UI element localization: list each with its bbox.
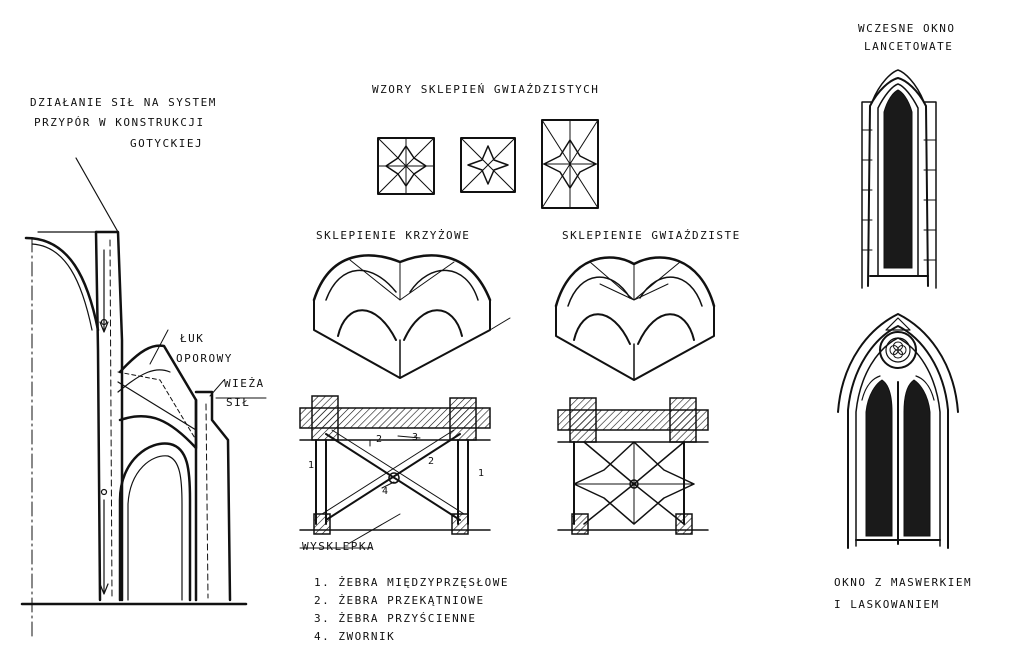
plan-number-2-right: 2 [428, 456, 435, 467]
tracery-title-line-1: OKNO Z MASWERKIEM [834, 576, 973, 589]
lancet-window [861, 69, 937, 289]
forces-title-line-1: DZIAŁANIE SIŁ NA SYSTEM [30, 96, 217, 109]
arch-label-line-1: ŁUK [180, 332, 205, 345]
tracery-title-line-2: I LASKOWANIEM [834, 598, 940, 611]
forces-title-line-3: GOTYCKIEJ [130, 137, 204, 150]
legend-item: 2. ŻEBRA PRZEKĄTNIOWE [314, 594, 485, 607]
lancet-title-line-1: WCZESNE OKNO [858, 22, 956, 35]
plan-number-2-top: 2 [376, 434, 383, 445]
cross-vault-perspective [312, 254, 511, 379]
tower-label-line-1: WIEŻA [224, 377, 265, 390]
wysklepka-label: WYSKLEPKA [302, 540, 376, 553]
plan-number-4: 4 [382, 486, 389, 497]
plan-number-1-left: 1 [308, 460, 315, 471]
cross-vault-title: SKLEPIENIE KRZYŻOWE [316, 229, 471, 242]
plan-number-3: 3 [412, 432, 419, 443]
cross-vault-plan [299, 395, 491, 549]
legend-item: 4. ZWORNIK [314, 630, 396, 643]
star-pattern-3 [541, 119, 599, 209]
legend-item: 1. ŻEBRA MIĘDZYPRZĘSŁOWE [314, 576, 509, 589]
star-vault-plan [557, 397, 709, 535]
legend-item: 3. ŻEBRA PRZYŚCIENNE [314, 612, 477, 625]
star-vault-perspective [554, 256, 716, 381]
arch-label-line-2: OPOROWY [176, 352, 233, 365]
rib-legend: 1. ŻEBRA MIĘDZYPRZĘSŁOWE 2. ŻEBRA PRZEKĄ… [314, 574, 509, 646]
tracery-window [837, 313, 959, 549]
lancet-title-line-2: LANCETOWATE [864, 40, 954, 53]
forces-title-line-2: PRZYPÓR W KONSTRUKCJI [34, 116, 205, 129]
flying-buttress-section [20, 157, 267, 641]
tower-label-line-2: SIŁ [226, 396, 251, 409]
star-patterns-title: WZORY SKLEPIEŃ GWIAŹDZISTYCH [372, 83, 600, 96]
plan-number-1-right: 1 [478, 468, 485, 479]
star-pattern-2 [460, 137, 516, 193]
star-vault-title: SKLEPIENIE GWIAŹDZISTE [562, 229, 741, 242]
star-pattern-1 [377, 137, 435, 195]
